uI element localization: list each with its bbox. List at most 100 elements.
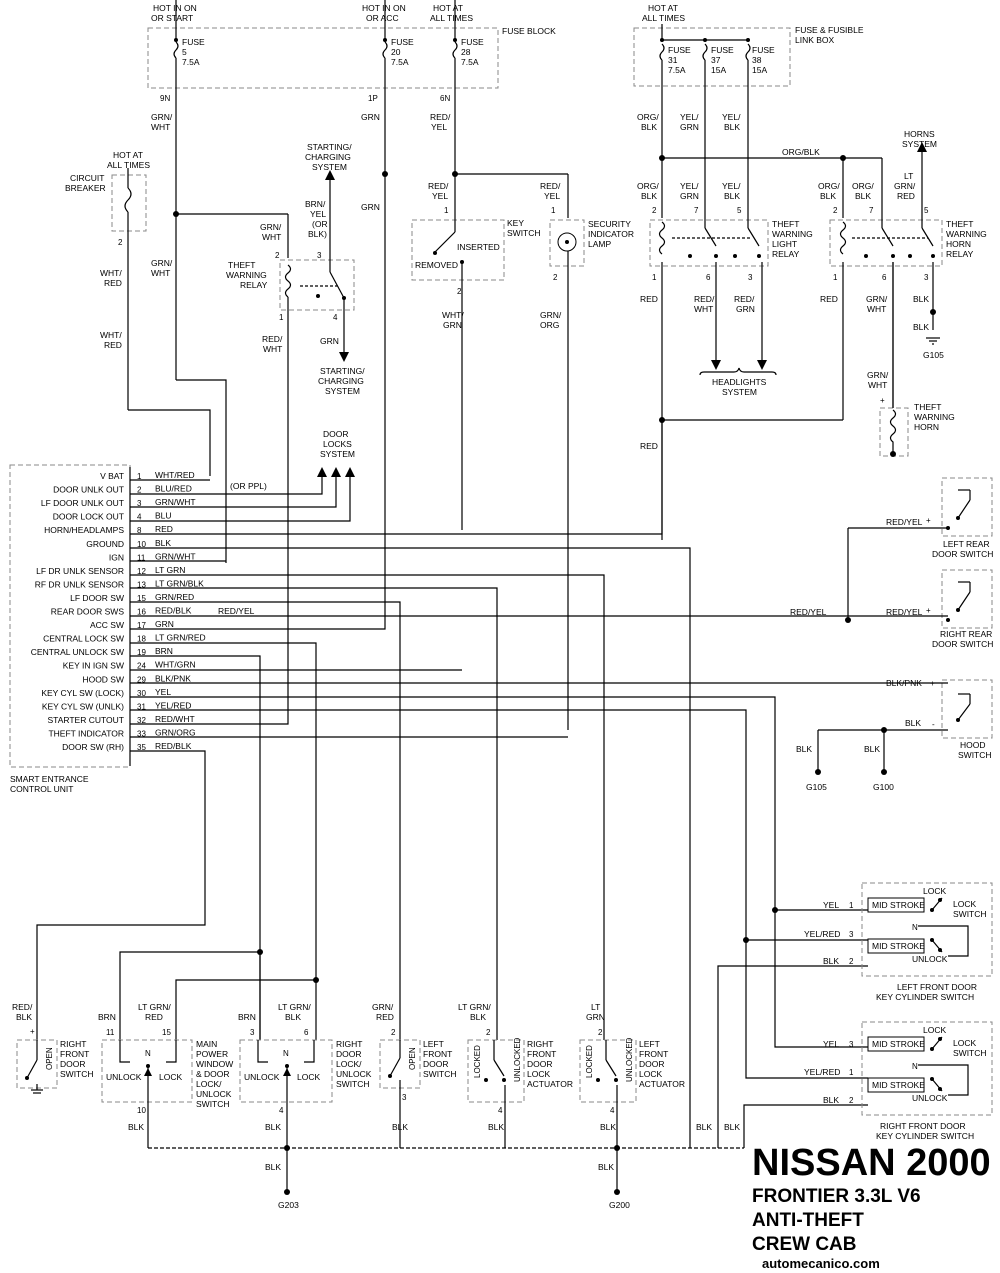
headlights-1: HEADLIGHTS bbox=[712, 377, 767, 387]
mpw-name-1: MAIN bbox=[196, 1039, 217, 1049]
rfk-mid1: MID STROKE bbox=[872, 1039, 925, 1049]
lamp-name-1: SECURITY bbox=[588, 219, 631, 229]
hr-bw1: RED bbox=[820, 294, 838, 304]
title-make: NISSAN 2000 bbox=[752, 1142, 991, 1184]
lfk-w1: YEL bbox=[823, 900, 839, 910]
lr-tp3: 5 bbox=[737, 206, 742, 215]
hood-minus: - bbox=[932, 720, 935, 729]
lamp-wire-in-1: RED/ bbox=[540, 181, 561, 191]
wire-segment bbox=[130, 470, 289, 725]
splice-dot bbox=[257, 949, 263, 955]
unit-pin-wire: RED/WHT bbox=[155, 714, 195, 724]
twr-pin4: 4 bbox=[333, 313, 338, 322]
left-front-door-switch: GRN/ RED 2 OPEN 3 BLK LEFT FRONT DOOR SW… bbox=[372, 1002, 457, 1148]
fuse38-label: FUSE bbox=[752, 45, 775, 55]
lr-tw1-1: ORG/ bbox=[637, 181, 659, 191]
fuse20-header-2: OR ACC bbox=[366, 13, 399, 23]
rfa-w1-1: LT GRN/ bbox=[458, 1002, 491, 1012]
twr-name-1: THEFT bbox=[228, 260, 255, 270]
lfk-p2: 3 bbox=[849, 930, 854, 939]
mpw-p1: 11 bbox=[106, 1028, 115, 1037]
fuse5-symbol bbox=[173, 41, 179, 59]
lr-bw3-1: RED/ bbox=[734, 294, 755, 304]
fuse5-header-2: OR START bbox=[151, 13, 193, 23]
unit-pin-number: 3 bbox=[137, 499, 142, 508]
rfk-w2: YEL/RED bbox=[804, 1067, 840, 1077]
unit-pin-label: LF DOOR SW bbox=[70, 593, 124, 603]
lr-tp1: 2 bbox=[652, 206, 657, 215]
cb-hot-2: ALL TIMES bbox=[107, 160, 150, 170]
lfk-w2: YEL/RED bbox=[804, 929, 840, 939]
wire-segment bbox=[743, 1104, 868, 1148]
theft-warning-horn: GRN/ WHT + THEFT WARNING HORN bbox=[867, 370, 955, 457]
rfds-name-2: FRONT bbox=[60, 1049, 89, 1059]
mpw-unlock: UNLOCK bbox=[106, 1072, 142, 1082]
unit-pin-label: CENTRAL UNLOCK SW bbox=[31, 647, 124, 657]
twr-wire-in-1: GRN/ bbox=[260, 222, 282, 232]
fuse20-label: FUSE bbox=[391, 37, 414, 47]
rdl-w2-1: LT GRN/ bbox=[278, 1002, 311, 1012]
unit-pin-number: 13 bbox=[137, 580, 146, 589]
lrd-name-2: DOOR SWITCH bbox=[932, 549, 993, 559]
unit-pin-label: REAR DOOR SWS bbox=[51, 607, 125, 617]
unit-pin-number: 33 bbox=[137, 729, 146, 738]
rfk-p1: 3 bbox=[849, 1040, 854, 1049]
lfk-p3: 2 bbox=[849, 957, 854, 966]
theft-warning-relay: GRN/ WHT BRN/ YEL (OR BLK) THEFT WARNING… bbox=[226, 170, 355, 470]
fuse28-wire-2: YEL bbox=[431, 122, 447, 132]
unit-pin-wire: LT GRN/RED bbox=[155, 633, 206, 643]
starting-top-3: SYSTEM bbox=[312, 162, 347, 172]
unit-pin-wire: WHT/RED bbox=[155, 470, 195, 480]
g200-wire: BLK bbox=[598, 1162, 614, 1172]
lamp-wire-out-2: ORG bbox=[540, 320, 559, 330]
rfa-p1: 2 bbox=[486, 1028, 491, 1037]
lrd-name-1: LEFT REAR bbox=[943, 539, 990, 549]
rfa-name-5: ACTUATOR bbox=[527, 1079, 573, 1089]
unit-pin-number: 4 bbox=[137, 513, 142, 522]
rfk-name-2: KEY CYLINDER SWITCH bbox=[876, 1131, 974, 1141]
g105-top-name: G105 bbox=[923, 350, 944, 360]
wire-segment bbox=[36, 750, 206, 1040]
hr-tp1: 2 bbox=[833, 206, 838, 215]
unit-pin-number: 12 bbox=[137, 567, 146, 576]
fuse37-num: 37 bbox=[711, 55, 721, 65]
horns-2: SYSTEM bbox=[902, 139, 937, 149]
unit-pin-label: V BAT bbox=[100, 471, 124, 481]
unit-pin-wire: YEL/RED bbox=[155, 700, 191, 710]
fuse28-header-2: ALL TIMES bbox=[430, 13, 473, 23]
title-system: ANTI-THEFT bbox=[752, 1210, 864, 1231]
unit-pin-label: GROUND bbox=[86, 539, 124, 549]
title-cab: CREW CAB bbox=[752, 1234, 857, 1255]
hood-wire-minus: BLK bbox=[905, 718, 921, 728]
key-inserted: INSERTED bbox=[457, 242, 500, 252]
key-switch: RED/ YEL KEY SWITCH 1 2 INSERTED REMOVED… bbox=[411, 173, 569, 530]
unit-pin-label: DOOR UNLK OUT bbox=[53, 485, 124, 495]
rfk-sw1: LOCK bbox=[953, 1038, 976, 1048]
lfa-unlocked: UNLOCKED bbox=[625, 1037, 634, 1082]
unit-pin-wire: GRN/RED bbox=[155, 592, 194, 602]
left-front-lock-actuator: LT GRN 2 LOCKED UNLOCKED 4 BLK LEFT FRON… bbox=[579, 1002, 685, 1190]
org-blk-bus-label: ORG/BLK bbox=[782, 147, 820, 157]
lfk-mid1: MID STROKE bbox=[872, 900, 925, 910]
unit-pin-number: 19 bbox=[137, 648, 146, 657]
cb-pin: 2 bbox=[118, 238, 123, 247]
lr-tw1-2: BLK bbox=[641, 191, 657, 201]
hr-tw3-1: LT bbox=[904, 171, 913, 181]
lfds-name-3: DOOR bbox=[423, 1059, 449, 1069]
lfk-w3: BLK bbox=[823, 956, 839, 966]
right-front-door-switch: RED/ BLK + OPEN RIGHT FRONT DOOR SWITCH bbox=[12, 1002, 94, 1094]
mpw-name-5: LOCK/ bbox=[196, 1079, 222, 1089]
key-wire-in-2: YEL bbox=[432, 191, 448, 201]
unit-pin-number: 30 bbox=[137, 689, 146, 698]
fuse38-num: 38 bbox=[752, 55, 762, 65]
fuse5-amps: 7.5A bbox=[182, 57, 200, 67]
right-front-lock-actuator: LT GRN/ BLK 2 LOCKED UNLOCKED 4 BLK RIGH… bbox=[458, 1002, 573, 1148]
splice-dot bbox=[743, 937, 749, 943]
lfk-n: N bbox=[912, 923, 918, 932]
hood-g105: G105 bbox=[806, 782, 827, 792]
link-box-header-2: ALL TIMES bbox=[642, 13, 685, 23]
ground-bus: BLK BLK G203 G200 BLK BLK bbox=[147, 1122, 744, 1210]
rfds-name-3: DOOR bbox=[60, 1059, 86, 1069]
key-name-2: SWITCH bbox=[507, 228, 541, 238]
fuse28-pin: 6N bbox=[440, 94, 450, 103]
